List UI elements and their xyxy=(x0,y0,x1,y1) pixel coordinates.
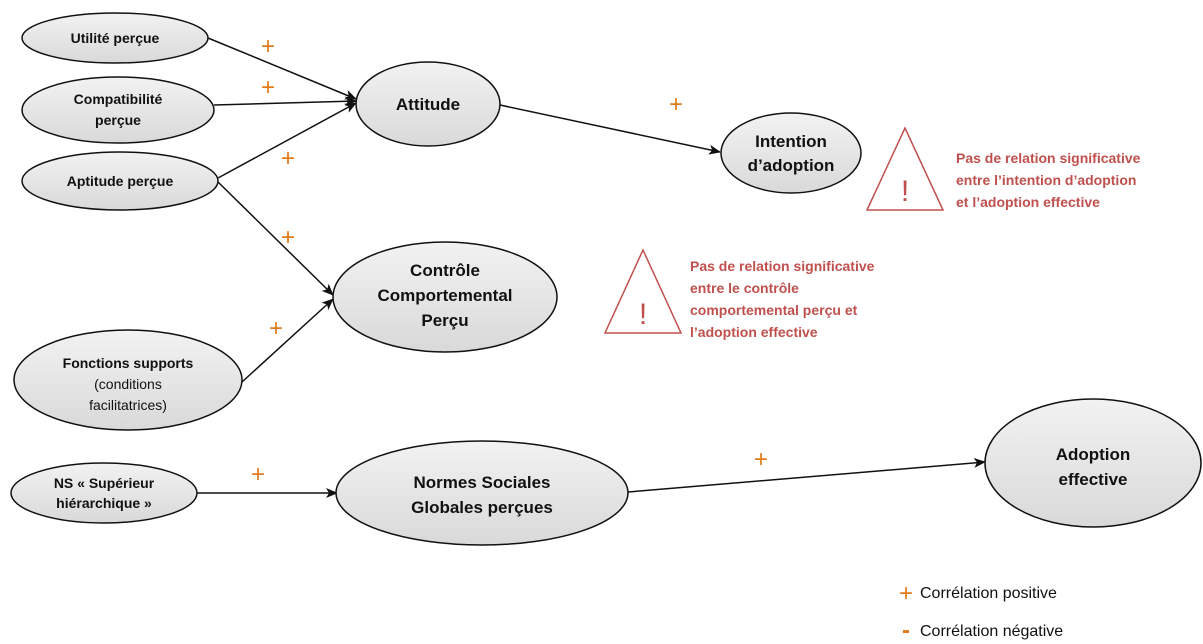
node-attitude-label: Attitude xyxy=(396,95,460,114)
node-controle: Contrôle Comportemental Perçu xyxy=(332,241,558,353)
node-adoption-label-2: effective xyxy=(1059,470,1128,489)
node-compatibilite-label-1: Compatibilité xyxy=(74,91,163,107)
edge-signs: + + + + + + + + xyxy=(251,33,768,488)
warning-controle: ! Pas de relation significative entre le… xyxy=(603,248,875,340)
node-attitude: Attitude xyxy=(355,61,501,147)
node-utilite: Utilité perçue xyxy=(21,12,209,64)
node-normes-label-1: Normes Sociales xyxy=(413,473,550,492)
node-intention-label-2: d’adoption xyxy=(748,156,835,175)
sign-compatibilite-attitude: + xyxy=(261,74,275,101)
node-fonctions-label-2: (conditions xyxy=(94,376,162,392)
node-normes: Normes Sociales Globales perçues xyxy=(335,440,629,546)
sign-fonctions-controle: + xyxy=(269,315,283,342)
legend-positive-symbol: + xyxy=(899,580,913,607)
warning-controle-line-4: l’adoption effective xyxy=(690,324,818,340)
node-ns-superieur-label-2: hiérarchique » xyxy=(56,495,152,511)
node-compatibilite-label-2: perçue xyxy=(95,112,141,128)
warning-intention-line-2: entre l’intention d’adoption xyxy=(956,172,1136,188)
svg-text:!: ! xyxy=(639,298,647,331)
node-controle-label-3: Perçu xyxy=(421,311,468,330)
node-adoption: Adoption effective xyxy=(984,398,1202,528)
warning-intention-line-1: Pas de relation significative xyxy=(956,150,1141,166)
edge-fonctions-controle xyxy=(241,298,334,383)
sign-normes-adoption: + xyxy=(754,446,768,473)
svg-text:!: ! xyxy=(901,175,909,208)
node-ns-superieur-label-1: NS « Supérieur xyxy=(54,475,155,491)
node-aptitude-label: Aptitude perçue xyxy=(67,173,174,189)
edge-attitude-intention xyxy=(499,104,721,155)
warning-intention-line-3: et l’adoption effective xyxy=(956,194,1100,210)
warning-controle-line-2: entre le contrôle xyxy=(690,280,799,296)
node-intention-label-1: Intention xyxy=(755,132,827,151)
warning-controle-line-1: Pas de relation significative xyxy=(690,258,875,274)
edge-utilite-attitude xyxy=(207,37,357,100)
warning-controle-line-3: comportemental perçu et xyxy=(690,302,858,318)
node-adoption-label-1: Adoption xyxy=(1056,445,1131,464)
node-utilite-label: Utilité perçue xyxy=(71,30,160,46)
warning-triangle-icon: ! xyxy=(865,126,945,211)
node-intention: Intention d’adoption xyxy=(720,112,862,194)
warning-triangle-icon: ! xyxy=(603,248,683,334)
node-controle-label-2: Comportemental xyxy=(377,286,512,305)
node-fonctions-label-3: facilitatrices) xyxy=(89,397,167,413)
legend-negative-symbol: - xyxy=(902,617,910,644)
legend-negative-label: Corrélation négative xyxy=(920,623,1063,640)
edge-normes-adoption xyxy=(627,457,986,493)
node-compatibilite: Compatibilité perçue xyxy=(21,76,215,144)
sign-utilite-attitude: + xyxy=(261,33,275,60)
edges xyxy=(197,37,986,498)
warning-intention: ! Pas de relation significative entre l’… xyxy=(865,126,1141,211)
edge-aptitude-controle xyxy=(217,181,334,296)
edge-compatibilite-attitude xyxy=(213,96,357,107)
sign-aptitude-attitude: + xyxy=(281,145,295,172)
legend-positive-label: Corrélation positive xyxy=(920,585,1057,602)
sign-aptitude-controle: + xyxy=(281,224,295,251)
legend: + Corrélation positive - Corrélation nég… xyxy=(899,580,1063,644)
node-fonctions-label-1: Fonctions supports xyxy=(63,355,194,371)
sign-attitude-intention: + xyxy=(669,91,683,118)
node-aptitude: Aptitude perçue xyxy=(21,151,219,211)
sign-ns-normes: + xyxy=(251,461,265,488)
node-fonctions: Fonctions supports (conditions facilitat… xyxy=(13,329,243,431)
node-ns-superieur: NS « Supérieur hiérarchique » xyxy=(10,462,198,524)
edge-aptitude-attitude xyxy=(217,102,357,179)
node-normes-label-2: Globales perçues xyxy=(411,498,553,517)
node-controle-label-1: Contrôle xyxy=(410,261,480,280)
